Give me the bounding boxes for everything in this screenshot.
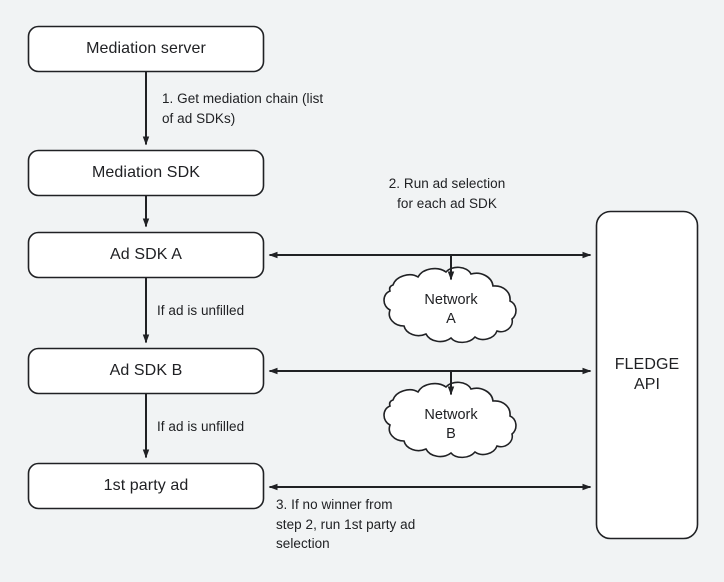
node-ad-sdk-a-shape bbox=[27, 231, 265, 279]
node-network-a-shape bbox=[383, 266, 517, 344]
node-first-party-ad-shape bbox=[27, 462, 265, 510]
node-mediation-server-shape bbox=[27, 25, 265, 73]
node-fledge-api-shape bbox=[595, 210, 699, 540]
node-network-b-shape bbox=[383, 381, 517, 459]
node-mediation-sdk-shape bbox=[27, 149, 265, 197]
node-ad-sdk-b-shape bbox=[27, 347, 265, 395]
